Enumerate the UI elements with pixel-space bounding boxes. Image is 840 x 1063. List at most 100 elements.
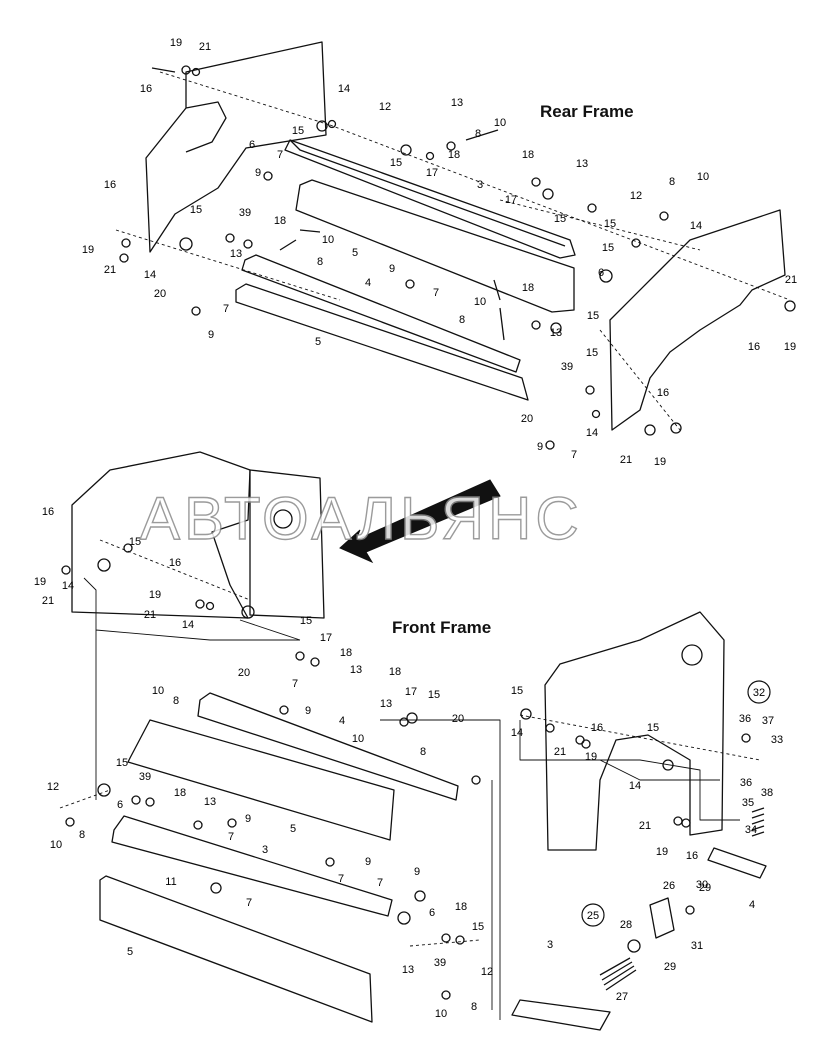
part-callout-10: 10 bbox=[697, 171, 709, 183]
part-callout-18: 18 bbox=[522, 282, 534, 294]
part-callout-15: 15 bbox=[428, 689, 440, 701]
part-callout-12: 12 bbox=[47, 781, 59, 793]
direction-arrow bbox=[339, 479, 501, 564]
part-callout-19: 19 bbox=[149, 589, 161, 601]
part-callout-15: 15 bbox=[472, 921, 484, 933]
rear-hardware bbox=[119, 65, 796, 450]
part-callout-5: 5 bbox=[315, 336, 321, 348]
part-callout-18: 18 bbox=[340, 647, 352, 659]
part-callout-13: 13 bbox=[451, 97, 463, 109]
rear-strip-4 bbox=[241, 254, 521, 373]
part-callout-16: 16 bbox=[104, 179, 116, 191]
part-callout-6: 6 bbox=[249, 139, 255, 151]
part-callout-7: 7 bbox=[246, 897, 252, 909]
part-callout-19: 19 bbox=[656, 846, 668, 858]
part-callout-17: 17 bbox=[320, 632, 332, 644]
part-callout-14: 14 bbox=[338, 83, 350, 95]
part-callout-14: 14 bbox=[690, 220, 702, 232]
part-callout-9: 9 bbox=[389, 263, 395, 275]
part-callout-21: 21 bbox=[199, 41, 211, 53]
part-callout-16: 16 bbox=[140, 83, 152, 95]
part-callout-18: 18 bbox=[274, 215, 286, 227]
part-callout-14: 14 bbox=[586, 427, 598, 439]
part-callout-15: 15 bbox=[300, 615, 312, 627]
part-callout-19: 19 bbox=[34, 576, 46, 588]
part-callout-31: 31 bbox=[691, 940, 703, 952]
part-callout-14: 14 bbox=[182, 619, 194, 631]
part-callout-39: 39 bbox=[561, 361, 573, 373]
part-callout-15: 15 bbox=[604, 218, 616, 230]
part-callout-18: 18 bbox=[522, 149, 534, 161]
part-callout-9: 9 bbox=[305, 705, 311, 717]
part-callout-8: 8 bbox=[420, 746, 426, 758]
part-callout-5: 5 bbox=[127, 946, 133, 958]
bracket-26 bbox=[649, 897, 675, 939]
part-callout-21: 21 bbox=[785, 274, 797, 286]
front-hardware bbox=[61, 543, 751, 1000]
part-callout-16: 16 bbox=[748, 341, 760, 353]
part-callout-10: 10 bbox=[435, 1008, 447, 1020]
part-callout-13: 13 bbox=[204, 796, 216, 808]
part-callout-33: 33 bbox=[771, 734, 783, 746]
part-callout-6: 6 bbox=[429, 907, 435, 919]
part-callout-36: 36 bbox=[739, 713, 751, 725]
part-callout-8: 8 bbox=[475, 128, 481, 140]
part-callout-14: 14 bbox=[144, 269, 156, 281]
detail-marker-32: 32 bbox=[747, 680, 771, 704]
part-callout-7: 7 bbox=[571, 449, 577, 461]
part-callout-5: 5 bbox=[290, 823, 296, 835]
part-callout-8: 8 bbox=[459, 314, 465, 326]
part-callout-13: 13 bbox=[402, 964, 414, 976]
part-callout-11: 11 bbox=[165, 876, 176, 888]
part-callout-15: 15 bbox=[390, 157, 402, 169]
part-callout-16: 16 bbox=[169, 557, 181, 569]
part-callout-17: 17 bbox=[405, 686, 417, 698]
part-callout-16: 16 bbox=[657, 387, 669, 399]
front-strip-4 bbox=[707, 847, 767, 879]
part-callout-39: 39 bbox=[434, 957, 446, 969]
part-callout-13: 13 bbox=[230, 248, 242, 260]
rear-rubber-5-upper bbox=[295, 179, 575, 313]
part-callout-19: 19 bbox=[654, 456, 666, 468]
part-callout-12: 12 bbox=[481, 966, 493, 978]
part-callout-21: 21 bbox=[639, 820, 651, 832]
part-callout-15: 15 bbox=[587, 310, 599, 322]
detail-angle-3 bbox=[511, 999, 611, 1031]
part-callout-5: 5 bbox=[352, 247, 358, 259]
circled-detail-markers: 32 25 bbox=[581, 680, 771, 927]
part-callout-10: 10 bbox=[50, 839, 62, 851]
part-callout-17: 17 bbox=[426, 167, 438, 179]
part-callout-16: 16 bbox=[42, 506, 54, 518]
part-callout-9: 9 bbox=[245, 813, 251, 825]
front-left-side-plate bbox=[71, 451, 251, 619]
front-right-side-plate bbox=[544, 611, 725, 851]
part-callout-20: 20 bbox=[238, 667, 250, 679]
part-callout-21: 21 bbox=[554, 746, 566, 758]
part-callout-7: 7 bbox=[338, 873, 344, 885]
part-callout-15: 15 bbox=[190, 204, 202, 216]
part-callout-9: 9 bbox=[414, 866, 420, 878]
part-callout-20: 20 bbox=[154, 288, 166, 300]
part-callout-39: 39 bbox=[239, 207, 251, 219]
part-callout-12: 12 bbox=[379, 101, 391, 113]
part-callout-10: 10 bbox=[494, 117, 506, 129]
spring-27 bbox=[599, 957, 637, 991]
part-callout-3: 3 bbox=[262, 844, 268, 856]
front-rubber-5-upper bbox=[127, 719, 395, 841]
part-callout-8: 8 bbox=[471, 1001, 477, 1013]
part-callout-7: 7 bbox=[228, 831, 234, 843]
part-callout-9: 9 bbox=[255, 167, 261, 179]
front-angle-4 bbox=[197, 692, 459, 801]
part-callout-19: 19 bbox=[82, 244, 94, 256]
part-callout-4: 4 bbox=[339, 715, 345, 727]
part-callout-27: 27 bbox=[616, 991, 628, 1003]
detail-marker-25: 25 bbox=[581, 903, 605, 927]
rear-left-side-plate bbox=[145, 41, 327, 253]
part-callout-15: 15 bbox=[129, 536, 141, 548]
front-cover-flap bbox=[249, 469, 325, 619]
part-callout-3: 3 bbox=[547, 939, 553, 951]
part-callout-19: 19 bbox=[585, 751, 597, 763]
part-callout-21: 21 bbox=[620, 454, 632, 466]
part-callout-4: 4 bbox=[749, 899, 755, 911]
